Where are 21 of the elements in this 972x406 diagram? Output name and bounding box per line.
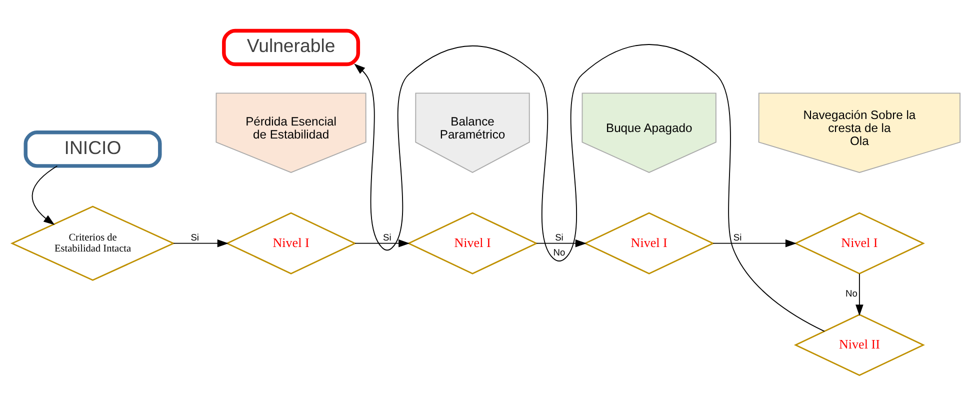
edge-label: Si	[733, 232, 742, 243]
arrow	[354, 239, 410, 248]
edge-label: Si	[555, 232, 564, 243]
node-box: Vulnerable	[222, 28, 360, 66]
node-diamond: Nivel I	[407, 212, 538, 274]
edge-label: Si	[190, 232, 199, 243]
arrow	[354, 44, 825, 332]
node-diamond: Nivel I	[226, 212, 357, 274]
arrow	[173, 239, 229, 248]
node-diamond: Criterios de Estabilidad Intacta	[10, 206, 176, 281]
node-diamond: Nivel I	[584, 212, 715, 274]
edge-label: No	[553, 247, 566, 258]
node-diamond: Nivel I	[794, 212, 925, 274]
arrow	[536, 239, 587, 248]
arrow	[856, 273, 864, 316]
edge-label: No	[846, 288, 858, 298]
arrow	[712, 239, 797, 248]
node-box: INICIO	[24, 130, 162, 168]
edge-label: Si	[383, 232, 392, 243]
node-diamond: Nivel II	[794, 314, 925, 376]
arrow	[32, 166, 58, 226]
